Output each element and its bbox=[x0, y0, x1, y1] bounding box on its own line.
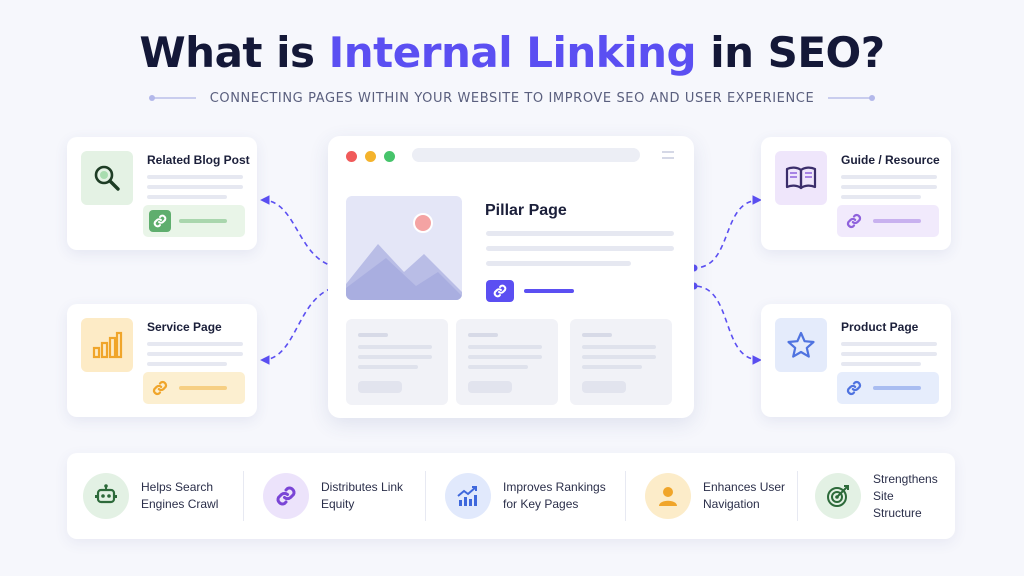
subtitle-row: CONNECTING PAGES WITHIN YOUR WEBSITE TO … bbox=[0, 89, 1024, 107]
content-block bbox=[570, 319, 672, 405]
link-icon bbox=[843, 377, 865, 399]
subtitle-line-right bbox=[828, 95, 876, 101]
link-icon bbox=[263, 473, 309, 519]
window-controls bbox=[346, 151, 395, 162]
open-book-icon bbox=[775, 151, 827, 205]
pillar-internal-link[interactable] bbox=[486, 279, 598, 303]
card-product-page[interactable]: Product Page bbox=[761, 304, 951, 417]
star-icon bbox=[775, 318, 827, 372]
close-dot bbox=[346, 151, 357, 162]
magnifier-icon bbox=[81, 151, 133, 205]
connector-related-blog bbox=[260, 195, 347, 269]
title-part-1: What is bbox=[139, 28, 329, 77]
link-pill[interactable] bbox=[143, 205, 245, 237]
link-icon bbox=[843, 210, 865, 232]
trend-chart-icon bbox=[445, 473, 491, 519]
page-title: What is Internal Linking in SEO? bbox=[0, 28, 1024, 77]
hamburger-icon bbox=[662, 151, 674, 163]
card-title: Related Blog Post bbox=[147, 153, 250, 167]
link-pill[interactable] bbox=[143, 372, 245, 404]
connector-product bbox=[693, 285, 762, 365]
maximize-dot bbox=[384, 151, 395, 162]
target-icon bbox=[815, 473, 861, 519]
benefit-line: Navigation bbox=[703, 497, 760, 511]
card-guide-resource[interactable]: Guide / Resource bbox=[761, 137, 951, 250]
card-related-blog-post[interactable]: Related Blog Post bbox=[67, 137, 257, 250]
card-title: Product Page bbox=[841, 320, 919, 334]
benefit-line: Engines Crawl bbox=[141, 497, 219, 511]
pillar-title: Pillar Page bbox=[485, 202, 567, 219]
pillar-page-browser[interactable]: Pillar Page bbox=[328, 136, 694, 418]
benefit-line: Improves Rankings bbox=[503, 480, 606, 494]
card-title: Guide / Resource bbox=[841, 153, 940, 167]
benefit-line: Strengthens Site bbox=[873, 471, 938, 503]
link-icon bbox=[486, 280, 514, 302]
connector-guide bbox=[693, 195, 762, 269]
link-pill[interactable] bbox=[837, 372, 939, 404]
benefit-line: Enhances User bbox=[703, 480, 786, 494]
user-icon bbox=[645, 473, 691, 519]
image-placeholder-icon bbox=[346, 196, 462, 300]
content-block bbox=[456, 319, 558, 405]
benefit-line: Helps Search bbox=[141, 480, 214, 494]
robot-icon bbox=[83, 473, 129, 519]
title-part-2: in SEO? bbox=[696, 28, 885, 77]
card-title: Service Page bbox=[147, 320, 222, 334]
bar-chart-icon bbox=[81, 318, 133, 372]
link-pill[interactable] bbox=[837, 205, 939, 237]
address-bar bbox=[412, 148, 640, 162]
subtitle: CONNECTING PAGES WITHIN YOUR WEBSITE TO … bbox=[209, 90, 815, 106]
subtitle-line-left bbox=[148, 95, 196, 101]
title-accent: Internal Linking bbox=[328, 28, 697, 77]
link-icon bbox=[149, 377, 171, 399]
benefit-item: Improves Rankings for Key Pages bbox=[445, 453, 606, 539]
benefit-line: for Key Pages bbox=[503, 497, 579, 511]
benefit-line: Distributes Link bbox=[321, 480, 404, 494]
content-block bbox=[346, 319, 448, 405]
benefit-line: Structure bbox=[873, 505, 922, 520]
card-service-page[interactable]: Service Page bbox=[67, 304, 257, 417]
minimize-dot bbox=[365, 151, 376, 162]
link-icon bbox=[149, 210, 171, 232]
benefit-line: Equity bbox=[321, 497, 355, 511]
